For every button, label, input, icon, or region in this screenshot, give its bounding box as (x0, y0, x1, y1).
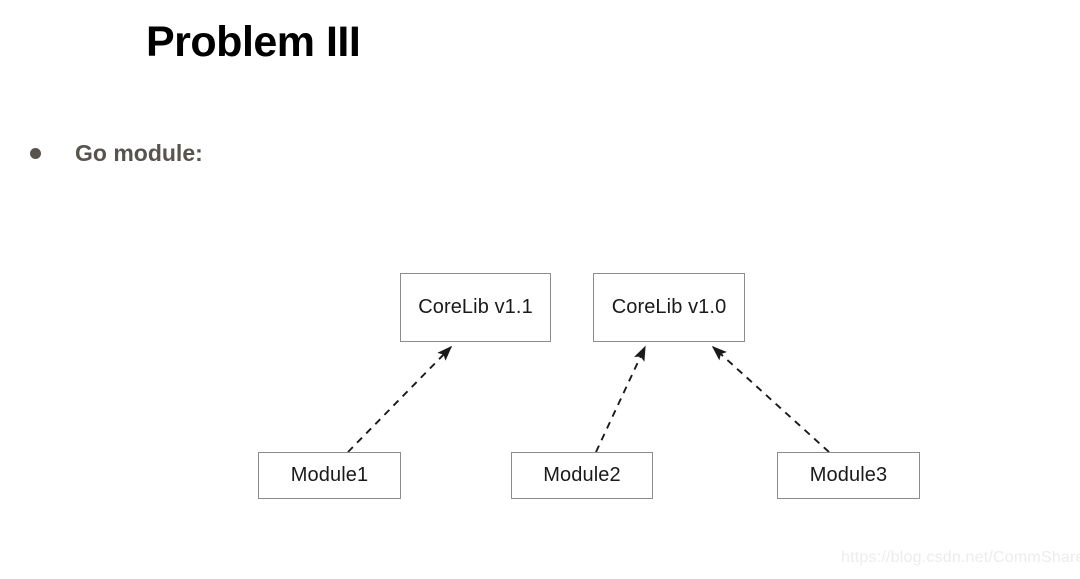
node-label: Module2 (543, 464, 621, 486)
node-corelib-v1-1[interactable]: CoreLib v1.1 (400, 273, 551, 342)
edge-module3-to-corelib10 (711, 345, 830, 453)
node-label: Module1 (290, 464, 369, 486)
page-title: Problem III (146, 18, 361, 66)
node-module3[interactable]: Module3 (777, 452, 920, 499)
node-corelib-v1-0[interactable]: CoreLib v1.0 (593, 273, 745, 342)
node-module1[interactable]: Module1 (258, 452, 401, 499)
node-module2[interactable]: Module2 (511, 452, 653, 499)
node-label: CoreLib v1.1 (418, 296, 533, 318)
bullet-item-go-module: Go module: (30, 140, 203, 167)
edge-module1-to-corelib11 (347, 345, 453, 453)
node-label: CoreLib v1.0 (611, 296, 727, 318)
bullet-dot-icon (30, 148, 41, 159)
edge-module2-to-corelib10 (595, 345, 646, 453)
bullet-item-label: Go module: (75, 140, 203, 166)
watermark-text: https://blog.csdn.net/CommShare (841, 549, 1080, 566)
node-label: Module3 (809, 464, 888, 486)
